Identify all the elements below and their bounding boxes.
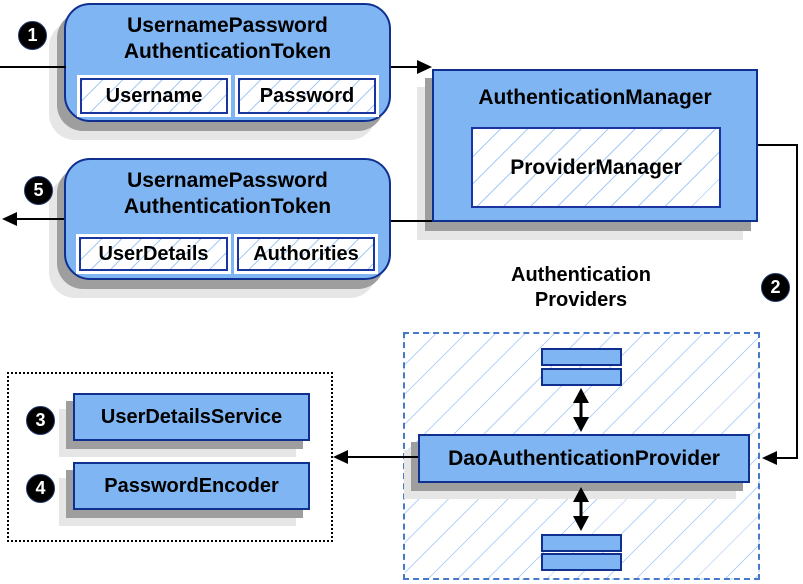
authentication-manager-title: AuthenticationManager [478,86,712,109]
request-token-title-line2: AuthenticationToken [123,40,332,63]
provider-bar-bottom-2 [541,553,622,571]
password-encoder-label: PasswordEncoder [104,474,279,497]
dao-authentication-provider-node: DaoAuthenticationProvider [418,434,750,483]
authentication-providers-label: Authentication Providers [421,263,741,313]
provider-manager-label: ProviderManager [510,155,682,179]
user-details-service-label: UserDetailsService [100,405,283,428]
authorities-field: Authorities [237,237,375,271]
request-token-title-line1: UsernamePassword [127,14,328,37]
username-field: Username [80,78,228,114]
dao-authentication-provider-label: DaoAuthenticationProvider [448,446,720,470]
manager-to-providers-path [758,144,798,465]
response-token-title: UsernamePassword AuthenticationToken [66,168,389,220]
response-token-node: UsernamePassword AuthenticationToken Use… [64,158,391,280]
authentication-providers-label-line1: Authentication [511,264,651,286]
step-2-badge: 2 [761,273,790,302]
provider-bar-bottom-1 [541,534,622,552]
response-token-title-line2: AuthenticationToken [123,195,332,218]
step-3-badge: 3 [26,406,55,435]
step-5-badge: 5 [24,176,53,205]
step-4-badge: 4 [26,474,55,503]
password-encoder-node: PasswordEncoder [73,462,310,510]
step-1-badge: 1 [18,21,47,50]
response-token-title-line1: UsernamePassword [127,169,328,192]
password-field: Password [238,78,376,114]
provider-bar-top-1 [541,348,622,366]
arrow-request-to-manager [391,60,432,74]
request-token-title: UsernamePassword AuthenticationToken [66,13,389,65]
beans-dotted-container [7,372,333,542]
provider-bar-top-2 [541,368,622,386]
userdetails-field: UserDetails [79,237,228,271]
response-out-arrow [2,212,64,226]
request-token-node: UsernamePassword AuthenticationToken Use… [64,3,391,122]
authentication-providers-label-line2: Providers [534,289,628,311]
user-details-service-node: UserDetailsService [73,393,310,441]
provider-manager-box: ProviderManager [471,127,721,208]
authentication-manager-node: AuthenticationManager ProviderManager [432,69,758,222]
